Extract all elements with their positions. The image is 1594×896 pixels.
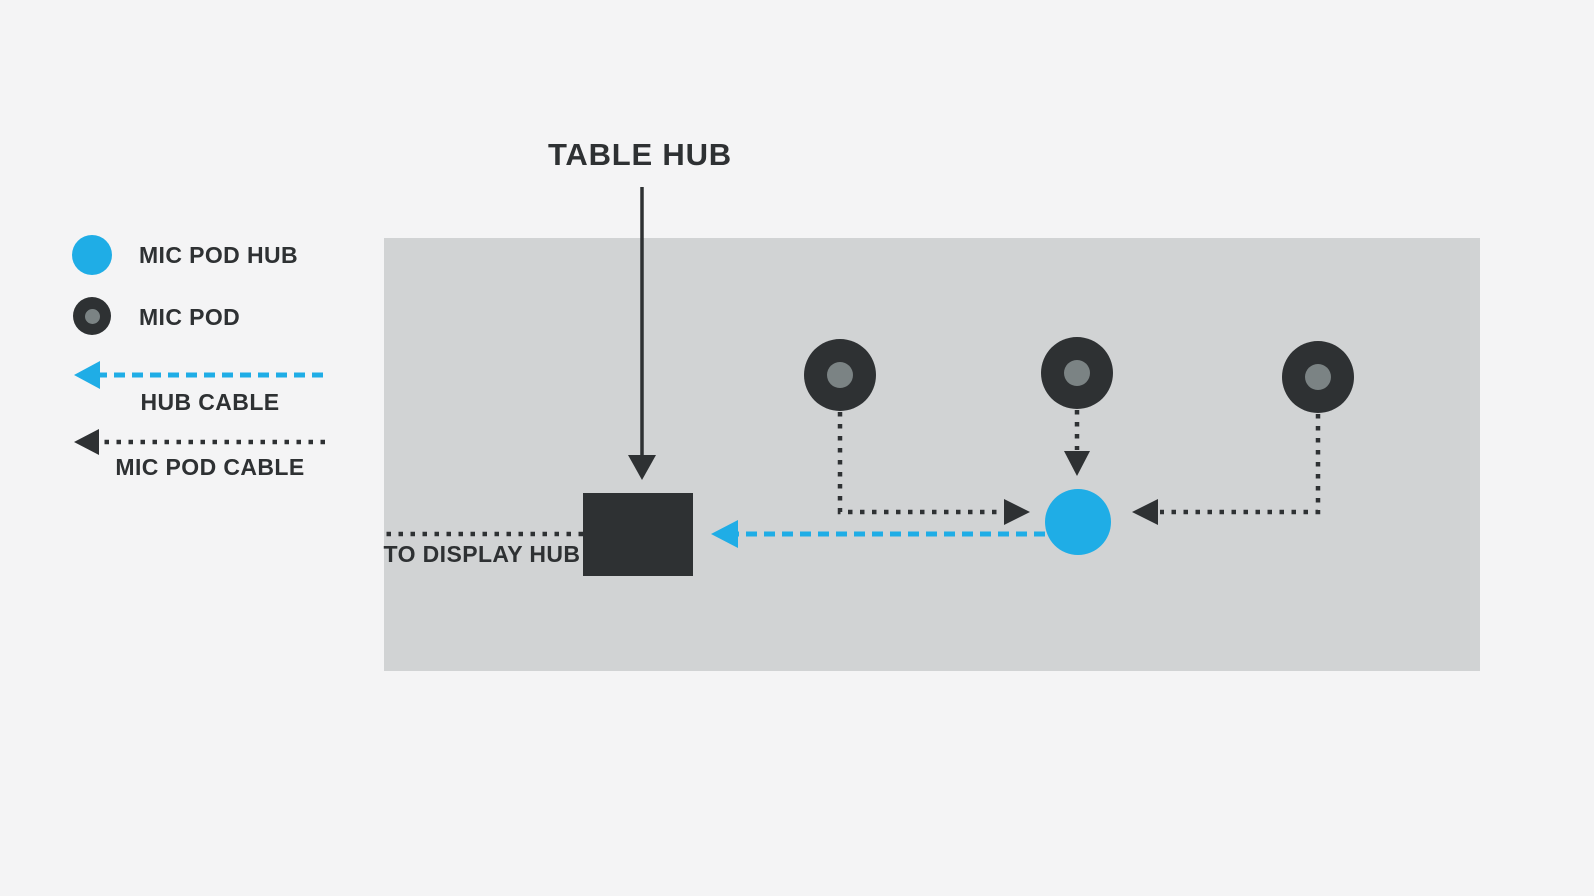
hub-cable-arrow-icon — [74, 361, 323, 389]
table-hub-box — [583, 493, 693, 576]
mic-pod-inner-dot — [84, 308, 100, 324]
mic-pod-hub-icon — [72, 235, 112, 275]
mic-pod-hub-node — [1045, 489, 1111, 555]
legend-label-mic-pod: MIC POD — [139, 304, 241, 330]
table-hub-title: TABLE HUB — [548, 137, 732, 172]
to-display-hub-label: TO DISPLAY HUB — [383, 541, 581, 567]
mic-pod-inner-dot — [1305, 364, 1331, 390]
table-hub-pointer-arrow-icon — [628, 187, 656, 480]
table-surface — [384, 238, 1480, 671]
mic-pod-cable-right — [1132, 414, 1321, 525]
hub-cable — [711, 520, 1045, 548]
mic-pod-cable-arrow-icon — [74, 429, 325, 455]
mic-pod-cable-left — [837, 412, 1030, 525]
legend-label-mic-pod-cable: MIC POD CABLE — [115, 454, 305, 480]
legend-label-hub-cable: HUB CABLE — [140, 389, 280, 415]
mic-pod-node-3 — [1282, 341, 1354, 413]
legend-label-mic-pod-hub: MIC POD HUB — [139, 242, 299, 268]
mic-pod-inner-dot — [827, 362, 853, 388]
mic-pod-node-2 — [1041, 337, 1113, 409]
mic-pod-inner-dot — [1064, 360, 1090, 386]
mic-pod-cable-middle — [1064, 410, 1090, 476]
mic-pod-icon — [73, 297, 111, 335]
mic-pod-node-1 — [804, 339, 876, 411]
